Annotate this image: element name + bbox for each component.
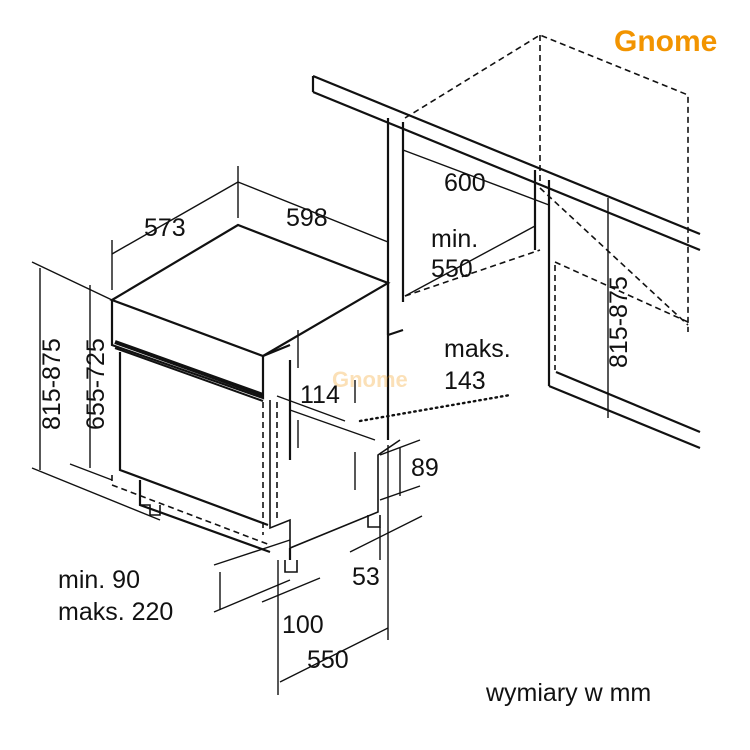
brand-logo: Gnome xyxy=(614,25,717,58)
label-niche-width: 600 xyxy=(444,169,486,197)
dimension-labels: 573 598 600 min. 550 815-875 655-725 815… xyxy=(38,169,651,707)
label-max-line1: maks. xyxy=(444,335,511,363)
dishwasher-door xyxy=(118,352,269,527)
dotted-leader xyxy=(358,393,512,423)
label-toe-height: 89 xyxy=(411,454,439,482)
dimension-lines xyxy=(31,149,609,695)
dishwasher-top xyxy=(109,223,391,358)
label-foot-offset: 100 xyxy=(282,611,324,639)
label-max-line2: 143 xyxy=(444,367,486,395)
label-units-note: wymiary w mm xyxy=(485,679,651,707)
worktop xyxy=(311,74,701,252)
label-plinth-line2: maks. 220 xyxy=(58,598,173,626)
label-niche-depth-line1: min. xyxy=(431,225,478,253)
label-plinth-line1: min. 90 xyxy=(58,566,140,594)
label-niche-depth-line2: 550 xyxy=(431,255,473,283)
label-height-left: 815-875 xyxy=(38,338,66,430)
niche-walls xyxy=(386,118,701,450)
logo-text: Gnome xyxy=(614,25,717,58)
label-depth: 573 xyxy=(144,214,186,242)
label-base-depth: 550 xyxy=(307,646,349,674)
dishwasher xyxy=(109,223,401,573)
label-width: 598 xyxy=(286,204,328,232)
label-height-inner: 655-725 xyxy=(82,338,110,430)
niche-outline xyxy=(404,34,689,370)
label-toe-depth: 53 xyxy=(352,563,380,591)
label-height-right: 815-875 xyxy=(605,276,633,368)
watermark-text: Gnome xyxy=(332,367,408,392)
label-panel-clearance: 114 xyxy=(300,381,340,409)
